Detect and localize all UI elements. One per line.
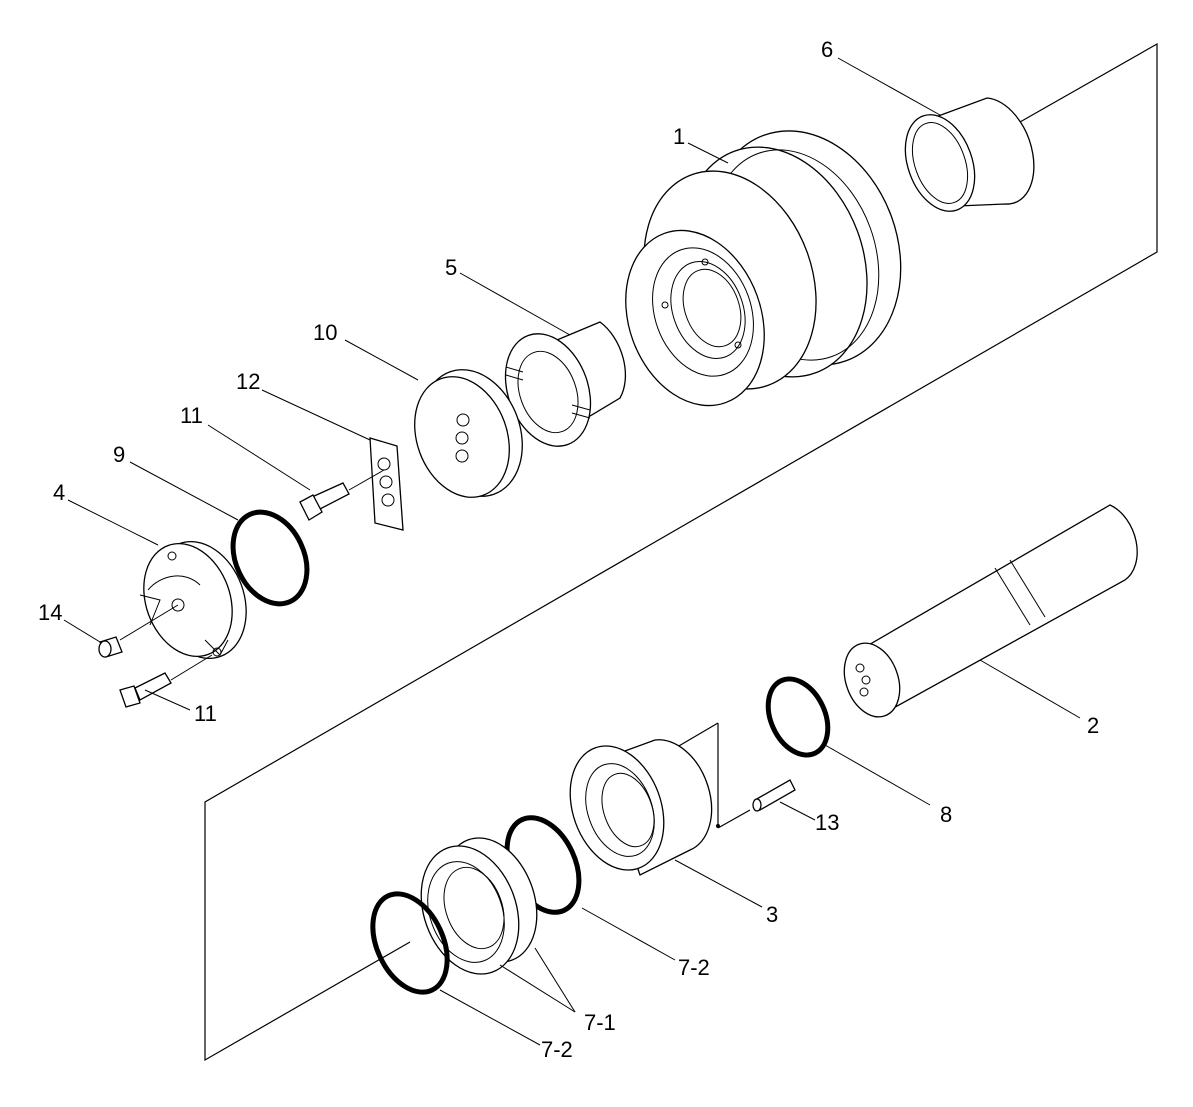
part-14-plug: [98, 636, 123, 658]
part-1-roller-body: [625, 130, 902, 407]
callout-10: 10: [313, 320, 337, 345]
callout-6: 6: [821, 37, 833, 62]
callout-5: 5: [445, 255, 457, 280]
callout-8: 8: [940, 802, 952, 827]
part-3-collar: [569, 739, 713, 876]
part-2-shaft: [843, 504, 1138, 718]
part-6-bushing: [904, 97, 1035, 212]
callout-12: 12: [236, 369, 260, 394]
callout-2: 2: [1087, 713, 1099, 738]
part-11-bolt-lower: [119, 654, 213, 708]
part-8-o-ring: [765, 676, 831, 758]
callout-3: 3: [766, 902, 778, 927]
part-9-o-ring: [230, 509, 310, 607]
callout-14: 14: [38, 600, 62, 625]
part-4-end-cap: [119, 540, 247, 660]
callout-13: 13: [815, 810, 839, 835]
part-10-cover-plate: [414, 369, 523, 498]
callout-9: 9: [113, 442, 125, 467]
callout-11-lower: 11: [194, 701, 217, 726]
part-7-1-floating-seal: [420, 837, 538, 975]
callout-4: 4: [53, 480, 65, 505]
callout-7-2-lower: 7-2: [541, 1037, 573, 1062]
leader-lines: [63, 57, 1081, 1046]
part-13-pin: [752, 779, 796, 812]
callout-1: 1: [673, 124, 685, 149]
part-7-2-o-ring-lower: [370, 891, 450, 995]
part-11-bolt-upper: [299, 469, 385, 521]
part-5-bushing: [504, 321, 627, 447]
callout-7-1: 7-1: [584, 1010, 616, 1035]
assembly-axis-outline: [204, 42, 1158, 1062]
callout-7-2-upper: 7-2: [678, 955, 710, 980]
callout-11-upper: 11: [180, 403, 203, 428]
part-12-lock-plate: [369, 437, 404, 531]
